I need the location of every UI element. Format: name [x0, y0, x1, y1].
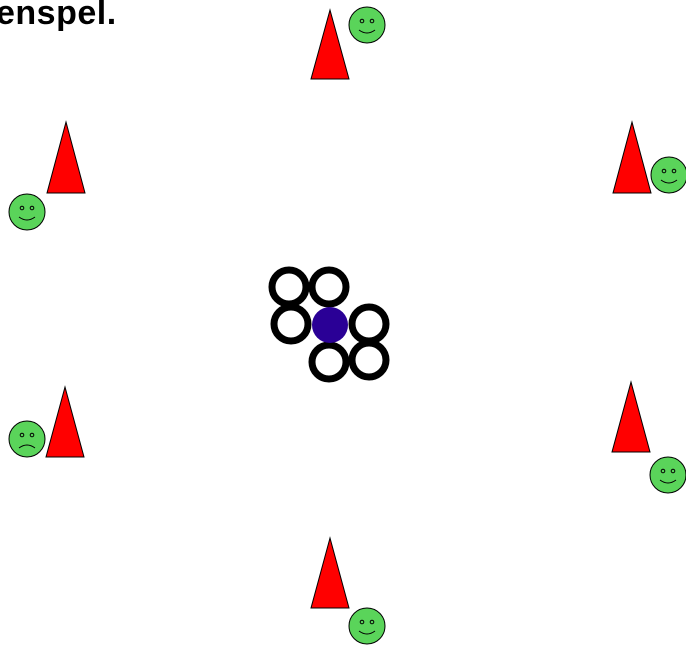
cone-icon	[612, 120, 652, 194]
ring-icon	[348, 303, 390, 345]
smiley-happy-icon	[649, 456, 686, 494]
cone-icon	[310, 8, 350, 80]
ring-icon	[308, 341, 350, 383]
ring-icon	[348, 339, 390, 381]
page-title: enspel.	[0, 0, 117, 32]
cone-icon	[611, 380, 651, 453]
cone-icon	[46, 120, 86, 194]
cone-icon	[310, 536, 350, 609]
ring-icon	[308, 266, 350, 308]
smiley-happy-icon	[348, 6, 386, 44]
cone-icon	[45, 385, 85, 458]
ball-icon	[312, 307, 348, 343]
ring-icon	[270, 303, 312, 345]
smiley-happy-icon	[348, 607, 386, 645]
smiley-happy-icon	[8, 193, 46, 231]
ring-cluster	[268, 266, 390, 383]
smiley-happy-icon	[650, 156, 686, 194]
ring-icon	[268, 266, 310, 308]
smiley-sad-icon	[8, 420, 46, 458]
